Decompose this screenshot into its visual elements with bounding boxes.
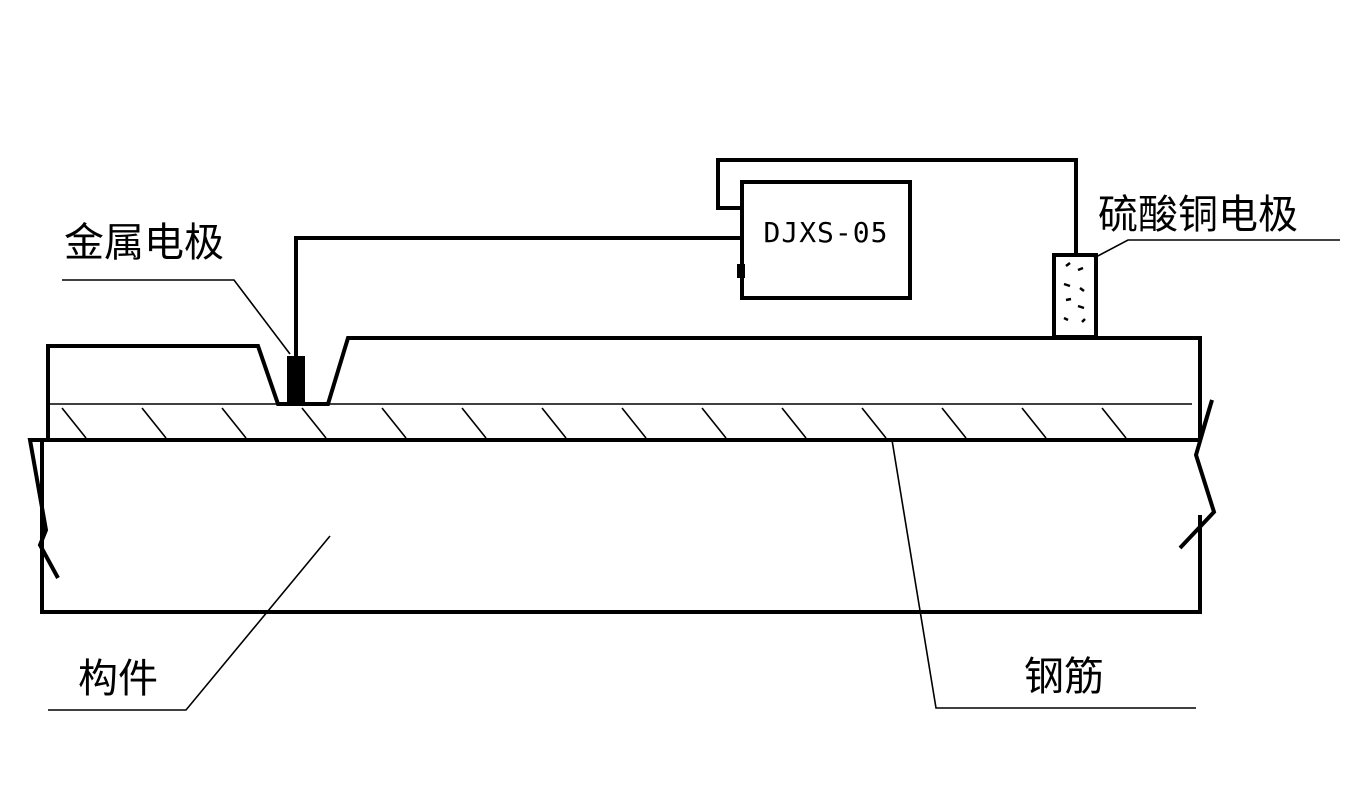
label-rebar: 钢筋 xyxy=(1024,654,1104,700)
hatch-line xyxy=(61,407,87,439)
leader-rebar xyxy=(891,439,1196,709)
rebar-hatch xyxy=(61,407,1127,439)
hatch-line xyxy=(221,407,247,439)
concrete-cover xyxy=(46,336,1202,440)
hatch-line xyxy=(941,407,967,439)
hatch-line xyxy=(861,407,887,439)
label-member: 构件 xyxy=(78,656,158,702)
hatch-line xyxy=(141,407,167,439)
wire-metal-electrode xyxy=(294,236,742,356)
leader-metal-electrode xyxy=(62,279,291,355)
instrument-model: DJXS-05 xyxy=(763,216,888,249)
label-cuso4-electrode: 硫酸铜电极 xyxy=(1098,192,1298,238)
hatch-line xyxy=(1101,407,1127,439)
hatch-line xyxy=(461,407,487,439)
label-metal-electrode: 金属电极 xyxy=(64,220,224,266)
rebar-layer xyxy=(42,403,1200,442)
hatch-line xyxy=(701,407,727,439)
wires xyxy=(294,158,1078,356)
hatch-line xyxy=(781,407,807,439)
instrument-terminal xyxy=(737,264,745,278)
hatch-line xyxy=(621,407,647,439)
copper-sulfate-electrode xyxy=(1052,253,1098,339)
hatch-line xyxy=(381,407,407,439)
metal-electrode xyxy=(287,356,305,402)
leader-member xyxy=(48,535,331,711)
instrument-box: DJXS-05 xyxy=(737,180,912,300)
concrete-member xyxy=(27,399,1217,614)
wire-copper-electrode xyxy=(716,158,1078,255)
leader-lines xyxy=(48,239,1340,711)
hatch-line xyxy=(541,407,567,439)
hatch-line xyxy=(301,407,327,439)
hatch-line xyxy=(1021,407,1047,439)
leader-cuso4-electrode xyxy=(1093,239,1340,259)
